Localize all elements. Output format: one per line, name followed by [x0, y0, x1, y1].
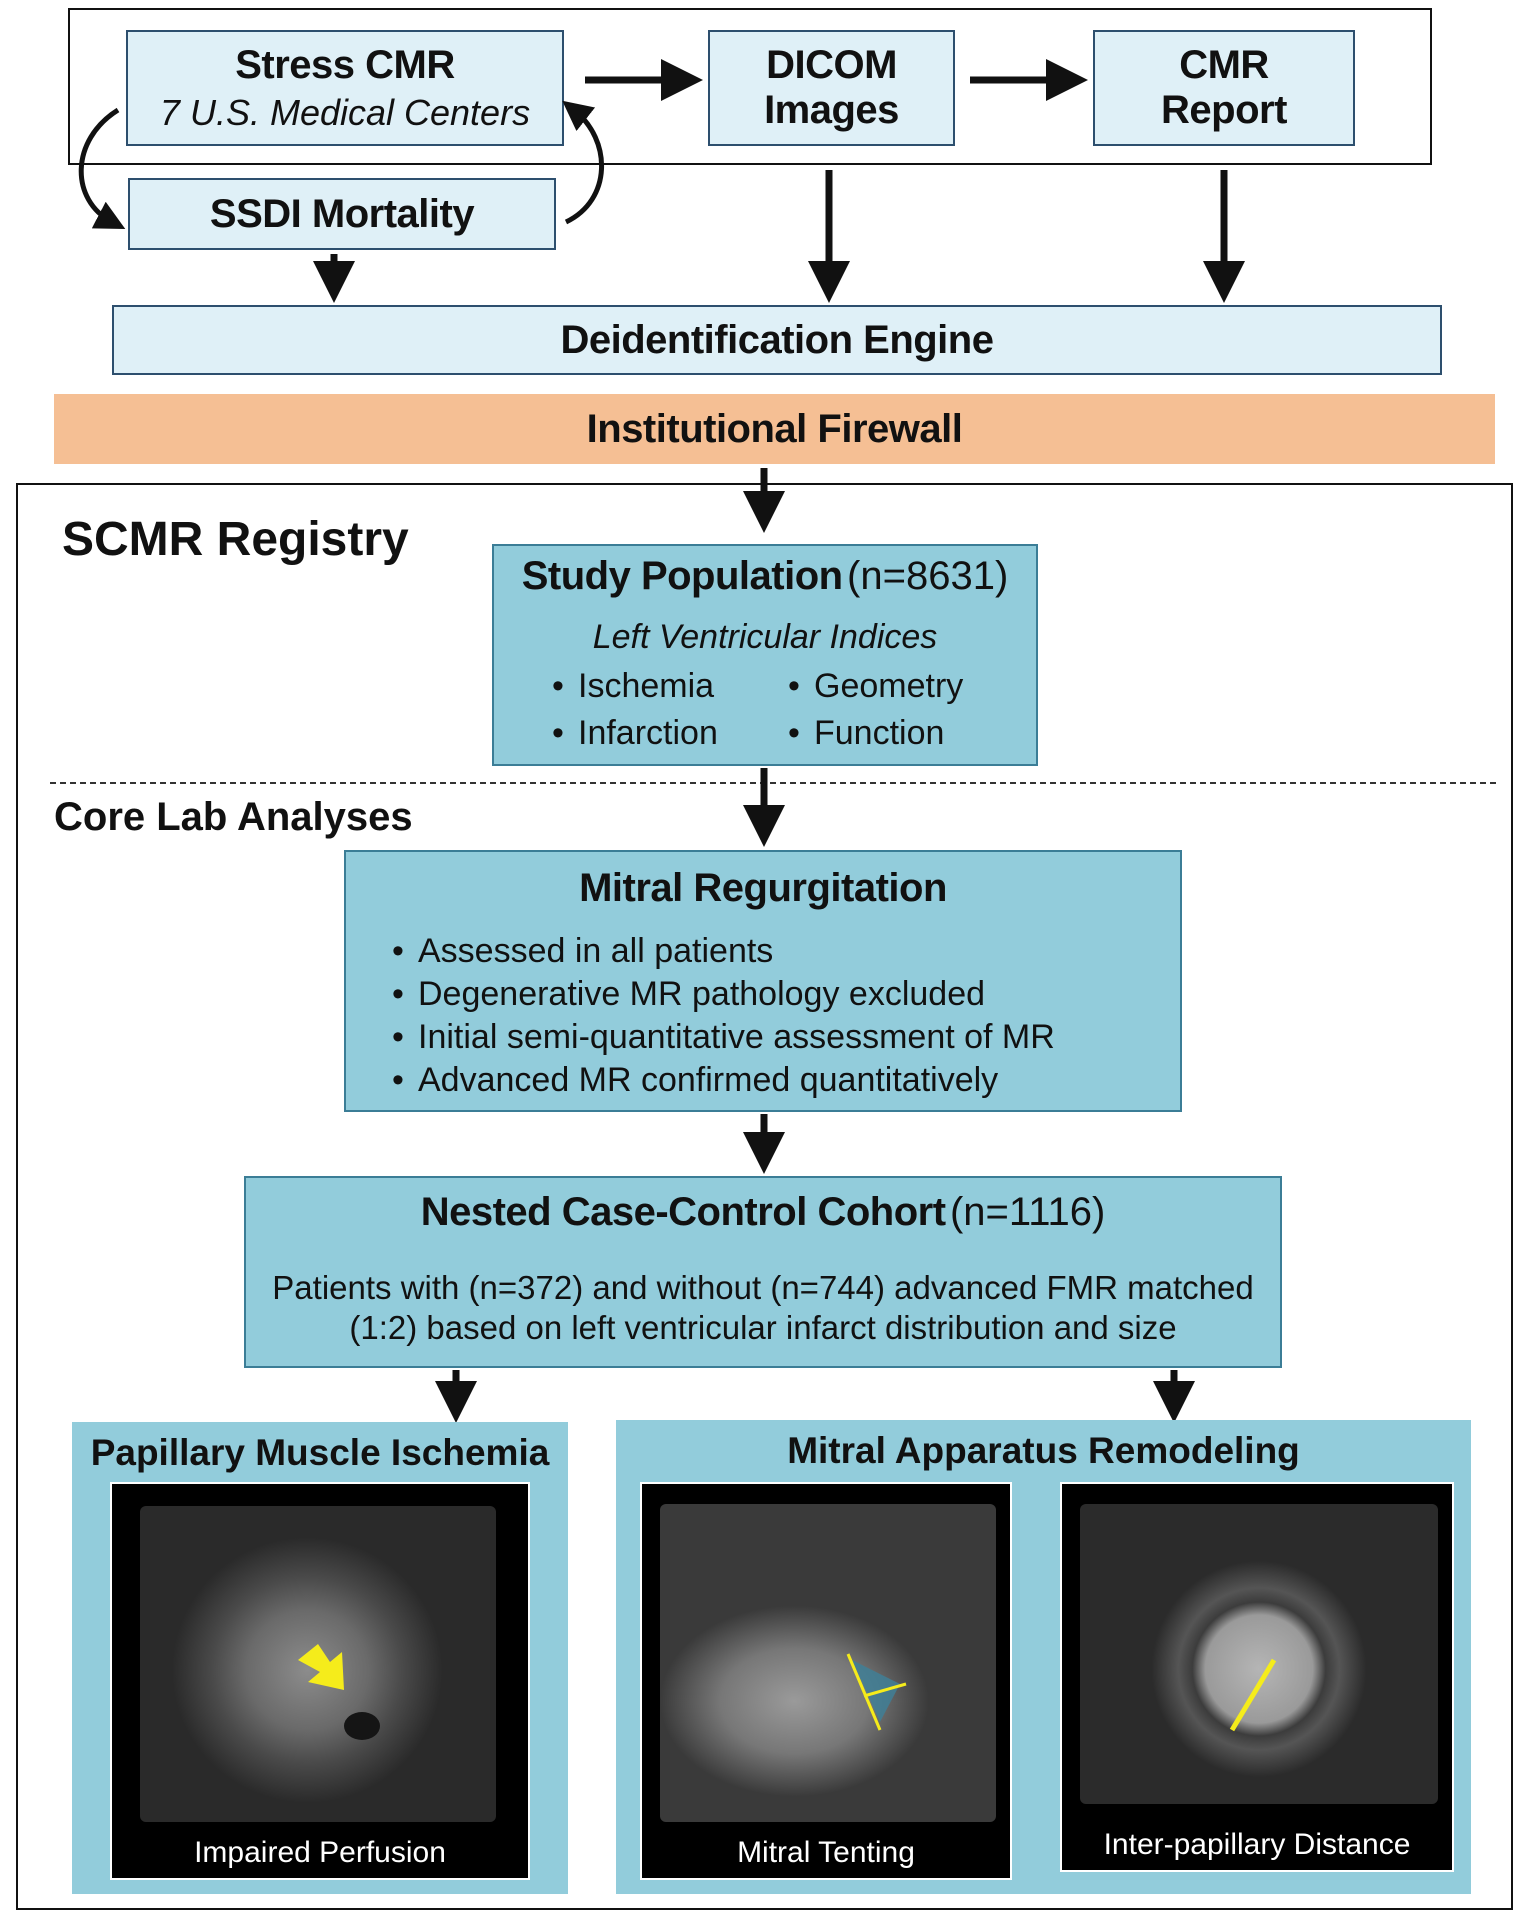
ssdi-mortality-label: SSDI Mortality	[209, 191, 475, 236]
study-population-title: Study Population	[521, 554, 843, 598]
dicom-images-box: DICOM Images	[708, 30, 955, 146]
core-lab-divider	[50, 782, 1496, 784]
lv-indices-subtitle: Left Ventricular Indices	[592, 618, 938, 656]
index-item: •Function	[788, 712, 944, 755]
deidentification-engine-box: Deidentification Engine	[112, 305, 1442, 375]
mr-bullet: •Initial semi-quantitative assessment of…	[392, 1018, 1055, 1056]
core-lab-label: Core Lab Analyses	[54, 795, 413, 839]
mitral-tenting-image: Mitral Tenting	[640, 1482, 1012, 1880]
study-population-box: Study Population (n=8631) Left Ventricul…	[492, 544, 1038, 766]
inter-papillary-annotation	[1229, 1658, 1277, 1732]
inter-papillary-mri-image	[1080, 1504, 1438, 1804]
mr-bullet: •Assessed in all patients	[392, 932, 774, 970]
deidentification-label: Deidentification Engine	[560, 317, 994, 362]
scmr-registry-title: SCMR Registry	[62, 513, 409, 566]
cohort-line2: (1:2) based on left ventricular infarct …	[349, 1309, 1177, 1346]
cohort-title: Nested Case-Control Cohort	[420, 1190, 946, 1234]
papillary-ischemia-panel: Papillary Muscle Ischemia Impaired Perfu…	[72, 1422, 568, 1894]
study-population-n: (n=8631)	[847, 554, 1009, 598]
cmr-report-box: CMR Report	[1093, 30, 1355, 146]
dicom-line2: Images	[764, 88, 899, 132]
impaired-perfusion-caption: Impaired Perfusion	[194, 1836, 446, 1869]
dicom-line1: DICOM	[766, 43, 897, 87]
cohort-n: (n=1116)	[949, 1190, 1106, 1234]
cohort-line1: Patients with (n=372) and without (n=744…	[272, 1269, 1254, 1306]
inter-papillary-image: Inter-papillary Distance	[1060, 1482, 1454, 1872]
yellow-arrow-icon	[298, 1644, 344, 1690]
top-arrows	[78, 59, 1245, 533]
index-item: •Infarction	[552, 712, 718, 755]
index-infarction: Infarction	[578, 714, 718, 752]
stress-cmr-box: Stress CMR 7 U.S. Medical Centers	[126, 30, 564, 146]
index-ischemia: Ischemia	[578, 667, 715, 705]
source-sites-frame	[68, 8, 1432, 165]
mitral-remodeling-title: Mitral Apparatus Remodeling	[787, 1430, 1300, 1471]
curved-arrow-right	[562, 100, 605, 225]
scmr-registry-frame	[16, 483, 1513, 1910]
tenting-annotation	[846, 1653, 907, 1731]
mitral-regurgitation-title: Mitral Regurgitation	[579, 866, 947, 910]
mr-bullet-list: •Assessed in all patients •Degenerative …	[392, 930, 1055, 1102]
mitral-tenting-caption: Mitral Tenting	[737, 1836, 915, 1869]
inter-papillary-caption: Inter-papillary Distance	[1103, 1828, 1411, 1861]
ssdi-mortality-box: SSDI Mortality	[128, 178, 556, 250]
mr-bullet: •Degenerative MR pathology excluded	[392, 975, 986, 1013]
mitral-regurgitation-box: Mitral Regurgitation •Assessed in all pa…	[344, 850, 1182, 1112]
perfusion-defect	[344, 1712, 380, 1740]
impaired-perfusion-image: Impaired Perfusion	[110, 1482, 530, 1880]
index-item: •Ischemia	[552, 665, 714, 708]
index-item: •Geometry	[788, 665, 963, 708]
index-function: Function	[814, 714, 945, 752]
curved-arrow-left	[78, 107, 126, 229]
cmr-report-line2: Report	[1161, 88, 1287, 132]
index-geometry: Geometry	[814, 667, 964, 705]
tenting-mri-image	[660, 1504, 996, 1822]
mitral-remodeling-panel: Mitral Apparatus Remodeling Mitral Tenti…	[616, 1420, 1471, 1894]
stress-cmr-title: Stress CMR	[235, 42, 455, 87]
institutional-firewall-bar: Institutional Firewall	[54, 394, 1495, 464]
cmr-report-line1: CMR	[1179, 43, 1269, 87]
case-control-cohort-box: Nested Case-Control Cohort (n=1116) Pati…	[244, 1176, 1282, 1368]
stress-cmr-subtitle: 7 U.S. Medical Centers	[159, 91, 531, 133]
firewall-label: Institutional Firewall	[586, 406, 963, 451]
mr-bullet: •Advanced MR confirmed quantitatively	[392, 1061, 999, 1099]
papillary-ischemia-title: Papillary Muscle Ischemia	[90, 1432, 550, 1473]
